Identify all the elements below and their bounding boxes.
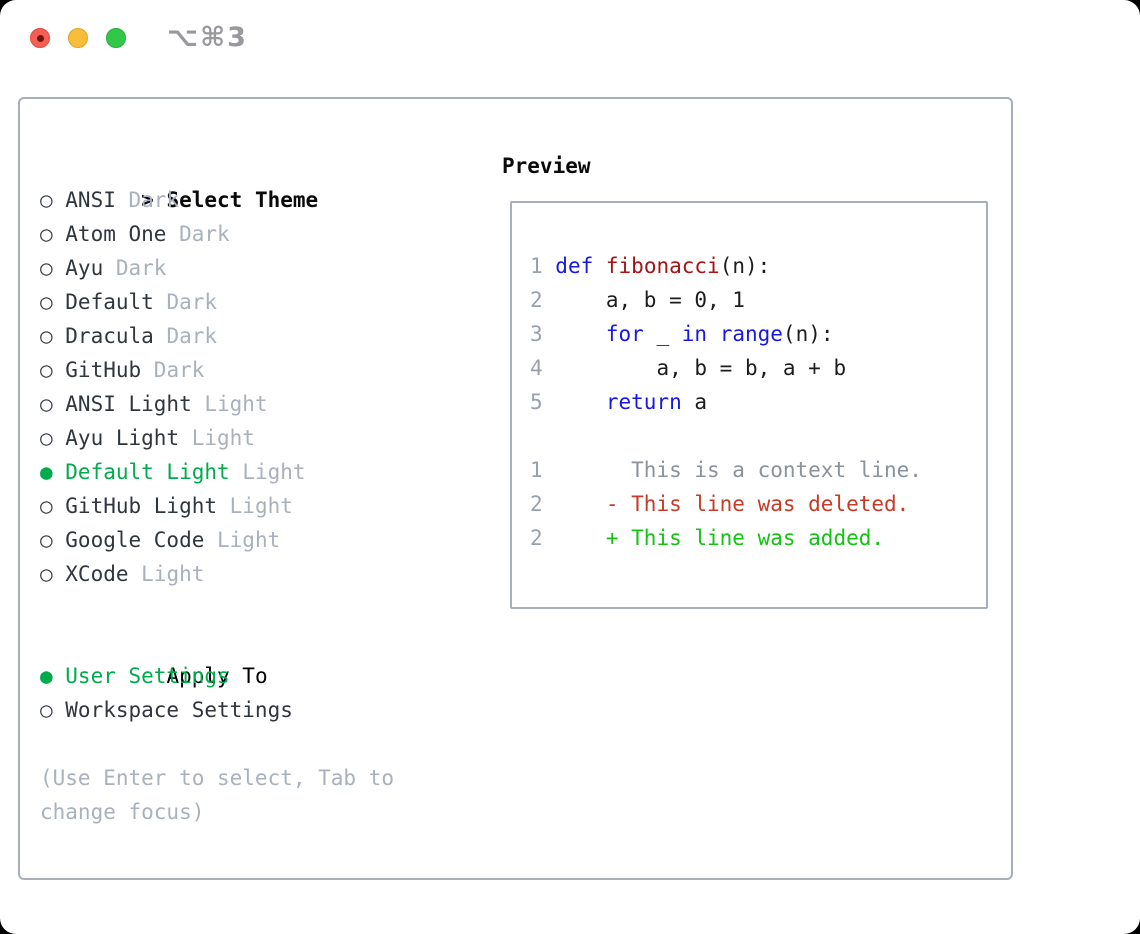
- theme-option-dracula[interactable]: ○ Dracula Dark: [40, 319, 502, 353]
- radio-icon: ○: [40, 528, 53, 552]
- traffic-lights: [30, 28, 126, 48]
- prompt-icon: >: [141, 188, 154, 212]
- theme-option-atom-one[interactable]: ○ Atom One Dark: [40, 217, 502, 251]
- radio-icon: ○: [40, 290, 53, 314]
- spacer: [40, 591, 502, 625]
- theme-variant-tag: Dark: [153, 358, 205, 382]
- theme-name: Default: [65, 290, 154, 314]
- theme-variant-tag: Dark: [179, 222, 230, 246]
- theme-list: ○ ANSI Dark ○ Atom One Dark ○ Ayu Dark ○ Defaul…: [40, 183, 502, 591]
- apply-option-label: User Settings: [65, 664, 230, 688]
- theme-option-ansi[interactable]: ○ ANSI Dark: [40, 183, 502, 217]
- theme-option-google-code[interactable]: ○ Google Code Light: [40, 523, 502, 557]
- apply-to-title: Apply To: [166, 664, 268, 688]
- radio-icon: ○: [40, 222, 53, 246]
- keyboard-hint: (Use Enter to select, Tab to change focu…: [40, 766, 395, 824]
- theme-option-ayu[interactable]: ○ Ayu Dark: [40, 251, 502, 285]
- radio-icon: ○: [40, 358, 53, 382]
- theme-variant-tag: Dark: [166, 290, 218, 314]
- selected-radio-icon: ●: [40, 460, 53, 484]
- apply-option-workspace-settings[interactable]: ○ Workspace Settings: [40, 693, 502, 727]
- apply-to-header: Apply To: [40, 625, 502, 688]
- radio-icon: ○: [40, 426, 53, 450]
- preview-line: 5 return a: [530, 390, 708, 414]
- apply-to-list: ● User Settings ○ Workspace Settings: [40, 659, 502, 727]
- preview-box: 1 def fibonacci(n): 2 a, b = 0, 1 3 for _ …: [510, 201, 988, 609]
- apply-option-label: Workspace Settings: [65, 698, 293, 722]
- theme-name: ANSI Light: [65, 392, 192, 416]
- theme-name: GitHub Light: [65, 494, 217, 518]
- preview-column: Preview 1 def fibonacci(n): 2 a, b = 0, 1…: [502, 149, 1011, 878]
- theme-selector-panel: > Select Theme ○ ANSI Dark ○ Atom One Dark ○ A…: [18, 97, 1013, 880]
- preview-line: 2 - This line was deleted.: [530, 492, 910, 516]
- preview-blank-line: [530, 419, 976, 453]
- select-theme-header: > Select Theme: [40, 149, 502, 212]
- theme-option-ayu-light[interactable]: ○ Ayu Light Light: [40, 421, 502, 455]
- close-button[interactable]: [30, 28, 50, 48]
- preview-line: 2 a, b = 0, 1: [530, 288, 745, 312]
- titlebar: ⌥⌘3: [0, 0, 1140, 97]
- theme-option-ansi-light[interactable]: ○ ANSI Light Light: [40, 387, 502, 421]
- theme-name: Ayu Light: [65, 426, 180, 450]
- radio-icon: ○: [40, 698, 53, 722]
- theme-variant-tag: Light: [242, 460, 306, 484]
- theme-option-xcode[interactable]: ○ XCode Light: [40, 557, 502, 591]
- theme-name: Ayu: [65, 256, 104, 280]
- theme-variant-tag: Light: [191, 426, 255, 450]
- theme-option-default-light[interactable]: ● Default Light Light: [40, 455, 502, 489]
- preview-line: 2 + This line was added.: [530, 526, 885, 550]
- radio-icon: ○: [40, 324, 53, 348]
- radio-icon: ○: [40, 188, 53, 212]
- theme-variant-tag: Light: [217, 528, 281, 552]
- theme-name: ANSI: [65, 188, 116, 212]
- spacer: [40, 727, 502, 761]
- theme-option-default[interactable]: ○ Default Dark: [40, 285, 502, 319]
- preview-line: 1 This is a context line.: [530, 458, 922, 482]
- minimize-button[interactable]: [68, 28, 88, 48]
- theme-name: Google Code: [65, 528, 205, 552]
- theme-option-github[interactable]: ○ GitHub Dark: [40, 353, 502, 387]
- radio-icon: ○: [40, 256, 53, 280]
- theme-list-column: > Select Theme ○ ANSI Dark ○ Atom One Dark ○ A…: [40, 149, 502, 878]
- radio-icon: ○: [40, 392, 53, 416]
- theme-variant-tag: Light: [229, 494, 293, 518]
- theme-name: Dracula: [65, 324, 154, 348]
- preview-line: 4 a, b = b, a + b: [530, 356, 847, 380]
- theme-name: Atom One: [65, 222, 167, 246]
- theme-variant-tag: Dark: [166, 324, 218, 348]
- apply-option-user-settings[interactable]: ● User Settings: [40, 659, 502, 693]
- window-shortcut-label: ⌥⌘3: [167, 22, 248, 53]
- preview-line: 3 for _ in range(n):: [530, 322, 834, 346]
- theme-variant-tag: Light: [141, 562, 205, 586]
- theme-variant-tag: Dark: [128, 188, 180, 212]
- zoom-button[interactable]: [106, 28, 126, 48]
- theme-name: XCode: [65, 562, 129, 586]
- theme-option-github-light[interactable]: ○ GitHub Light Light: [40, 489, 502, 523]
- radio-icon: ○: [40, 494, 53, 518]
- theme-variant-tag: Dark: [115, 256, 167, 280]
- selected-radio-icon: ●: [40, 664, 53, 688]
- radio-icon: ○: [40, 562, 53, 586]
- theme-name: Default Light: [65, 460, 230, 484]
- select-theme-title: Select Theme: [166, 188, 319, 212]
- theme-variant-tag: Light: [204, 392, 268, 416]
- preview-line: 1 def fibonacci(n):: [530, 254, 771, 278]
- preview-title: Preview: [502, 154, 591, 178]
- theme-name: GitHub: [65, 358, 142, 382]
